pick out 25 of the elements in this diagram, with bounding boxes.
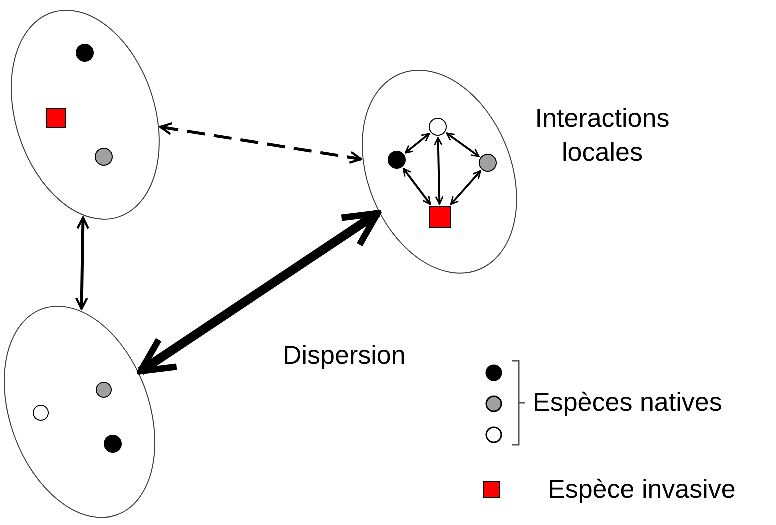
species-dot bbox=[96, 382, 112, 398]
habitat-ellipse bbox=[362, 70, 518, 274]
species-dot bbox=[76, 44, 94, 62]
legend-text: Espèce invasive bbox=[548, 473, 736, 506]
species-square bbox=[46, 108, 66, 128]
double-arrow bbox=[138, 210, 381, 376]
species-dot bbox=[104, 434, 122, 453]
double-arrow bbox=[404, 133, 430, 154]
species-dot bbox=[388, 150, 406, 169]
double-arrow bbox=[446, 132, 480, 158]
double-arrow bbox=[160, 122, 362, 164]
double-arrow bbox=[75, 216, 90, 310]
double-arrow bbox=[402, 168, 432, 206]
double-arrow bbox=[434, 137, 444, 205]
ellipse-caption: Interactions locales bbox=[534, 102, 671, 169]
species-dot bbox=[428, 118, 447, 136]
edge-label: Dispersion bbox=[283, 339, 406, 372]
habitat-ellipse bbox=[4, 306, 156, 518]
legend-text: Espèces natives bbox=[533, 386, 722, 419]
double-arrow bbox=[450, 170, 482, 206]
species-dot bbox=[32, 404, 49, 421]
species-dot bbox=[478, 154, 497, 172]
species-square bbox=[428, 206, 451, 228]
species-dot bbox=[94, 148, 113, 166]
habitat-ellipse bbox=[10, 10, 160, 220]
